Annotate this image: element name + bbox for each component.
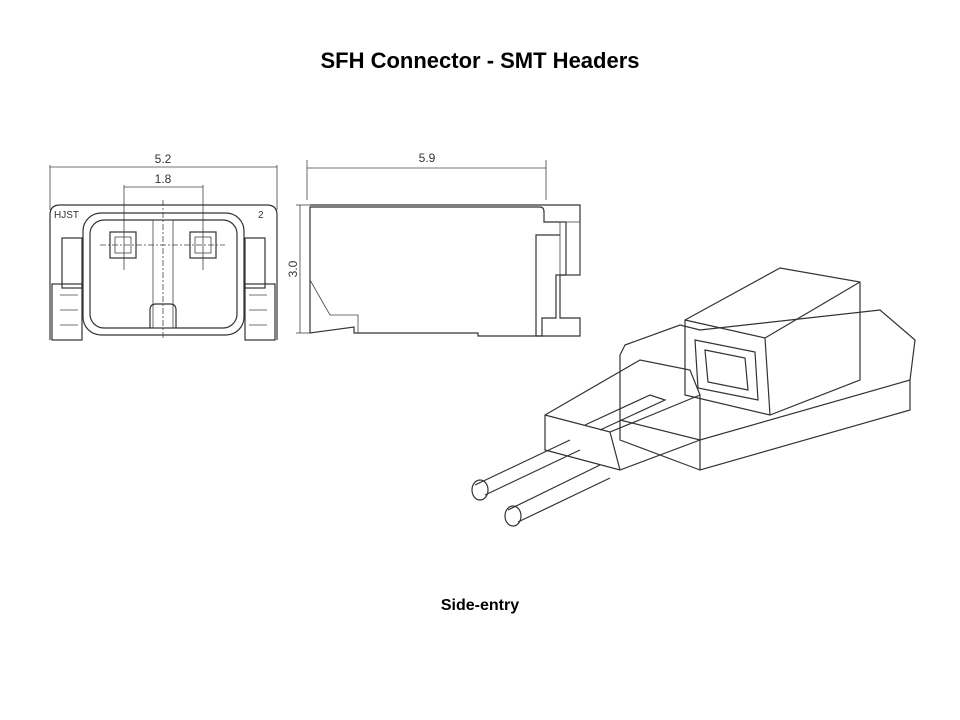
slide-title: SFH Connector - SMT Headers [320, 48, 640, 73]
front-view-drawing: 5.2 1.8 HJST 2 [49, 152, 278, 341]
height-dimension: 3.0 [286, 260, 300, 277]
brand-mark: HJST [54, 210, 79, 221]
pin-count-mark: 2 [258, 210, 264, 221]
side-view-drawing: 5.9 3.0 [286, 151, 581, 337]
length-dimension: 5.9 [419, 151, 436, 165]
pitch-dimension: 1.8 [155, 172, 172, 186]
connector-3d-illustration [471, 267, 916, 527]
width-dimension: 5.2 [155, 152, 172, 166]
slide-caption: Side-entry [440, 597, 520, 614]
